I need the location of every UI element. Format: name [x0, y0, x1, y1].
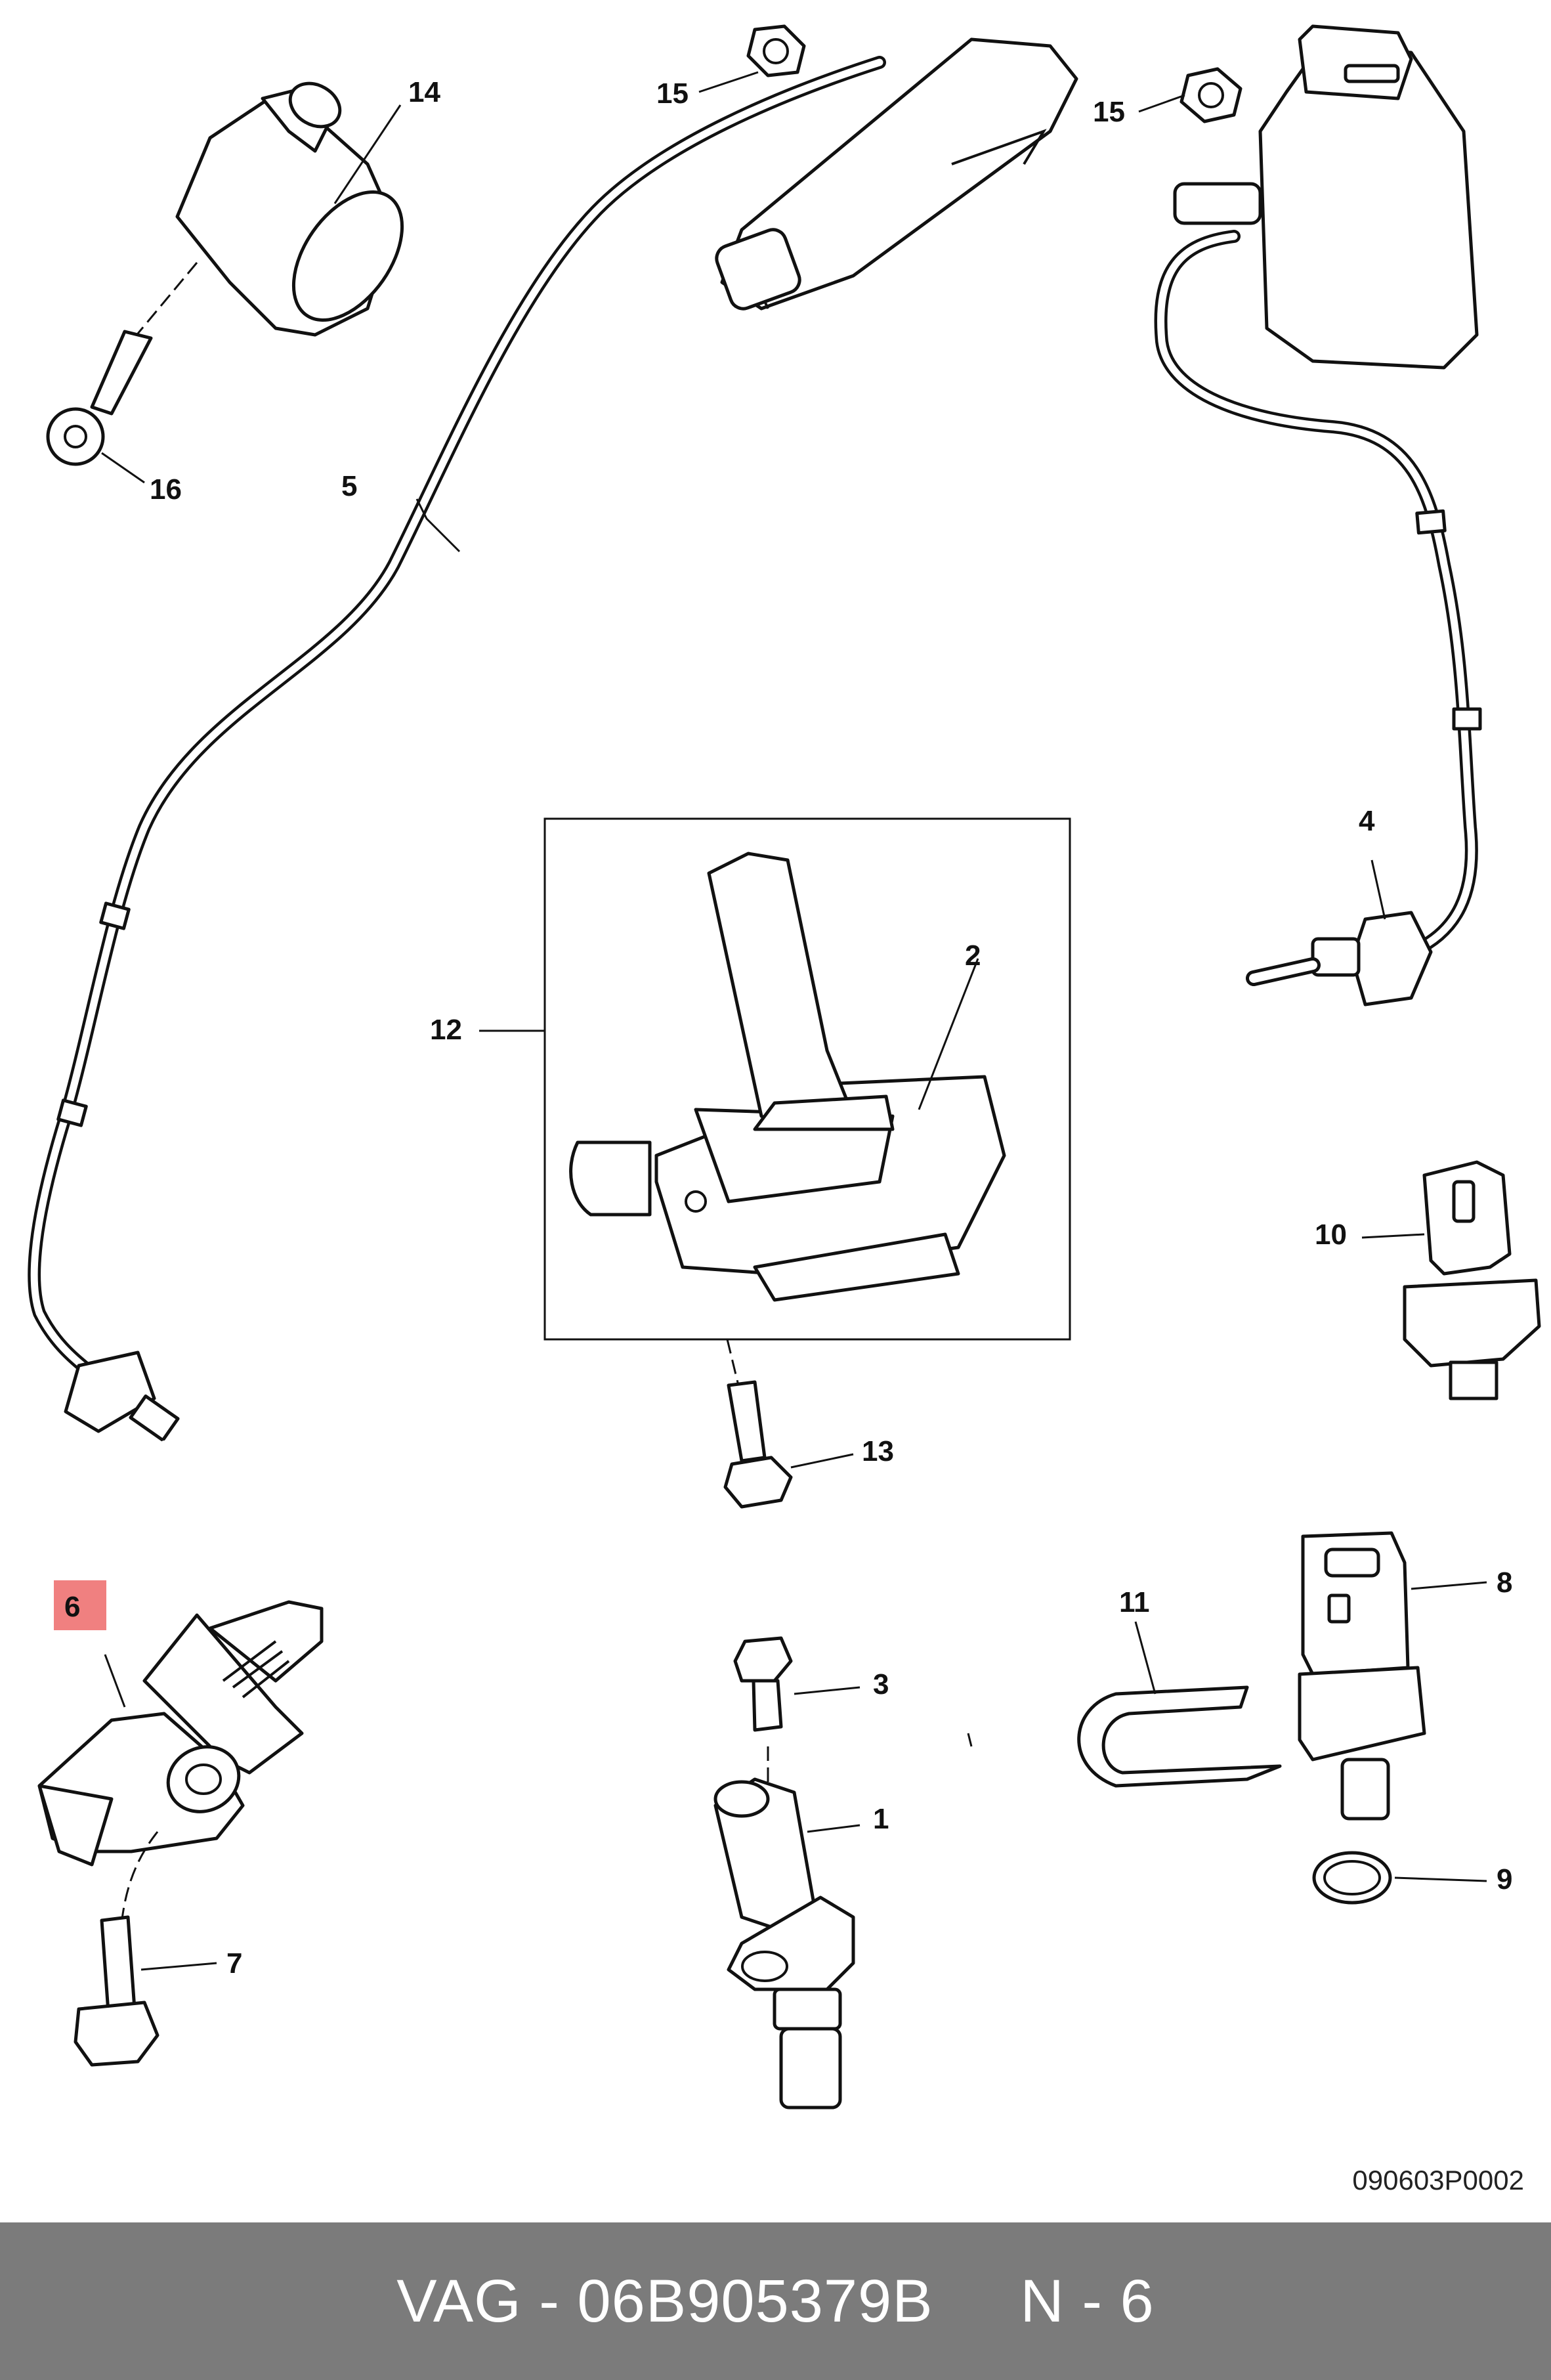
part-9-o-ring — [1312, 1851, 1392, 1905]
callout-3: 3 — [873, 1668, 889, 1700]
callout-4: 4 — [1359, 805, 1375, 837]
callout-2: 2 — [965, 940, 981, 972]
footer-bar: VAG - 06B905379B N - 6 — [0, 2222, 1551, 2380]
callout-6-highlight — [54, 1580, 106, 1630]
callout-16: 16 — [150, 473, 182, 506]
part-2-oil-level-sensor — [569, 852, 1006, 1302]
part-12-frame — [543, 817, 1071, 1341]
callout-9: 9 — [1497, 1863, 1512, 1895]
callout-10: 10 — [1315, 1219, 1347, 1251]
callout-15-right: 15 — [1093, 96, 1125, 128]
callout-14: 14 — [408, 76, 440, 108]
part-16-bolt — [46, 330, 153, 466]
leader-lines — [101, 71, 1487, 1971]
part-5-temperature-sender-cable — [28, 37, 1078, 1517]
part-13-bolt — [723, 1339, 793, 1509]
callout-11: 11 — [1119, 1586, 1150, 1618]
callout-8: 8 — [1497, 1567, 1512, 1599]
callout-13: 13 — [862, 1435, 894, 1467]
callout-7: 7 — [226, 1947, 242, 1980]
part-6-speed-sensor — [37, 1600, 324, 1924]
callout-12: 12 — [430, 1014, 462, 1046]
callout-1: 1 — [873, 1803, 889, 1835]
footer-part-label: VAG - 06B905379B N - 6 — [396, 2267, 1155, 2335]
part-1-speed-sensor — [713, 1746, 855, 2110]
diagram-reference-code: 090603P0002 — [1352, 2165, 1524, 2196]
part-3-bolt — [733, 1636, 793, 1732]
part-10-oil-pressure-switch — [1403, 1160, 1541, 1400]
callout-5: 5 — [341, 470, 357, 502]
part-4-temperature-sensor — [1154, 24, 1482, 1006]
parts-diagram: 1 2 3 4 5 6 7 8 9 10 11 12 13 14 15 15 1… — [28, 24, 1541, 2196]
part-8-coolant-temp-sender — [1298, 1531, 1426, 1821]
callout-6: 6 — [64, 1591, 80, 1623]
part-15-nut-left — [746, 24, 806, 77]
part-11-retaining-clip — [1077, 1685, 1282, 1788]
part-14-sensor — [130, 81, 404, 342]
part-7-bolt — [74, 1915, 159, 2067]
callout-15-left: 15 — [656, 77, 689, 110]
part-15-nut-right — [1179, 67, 1243, 123]
